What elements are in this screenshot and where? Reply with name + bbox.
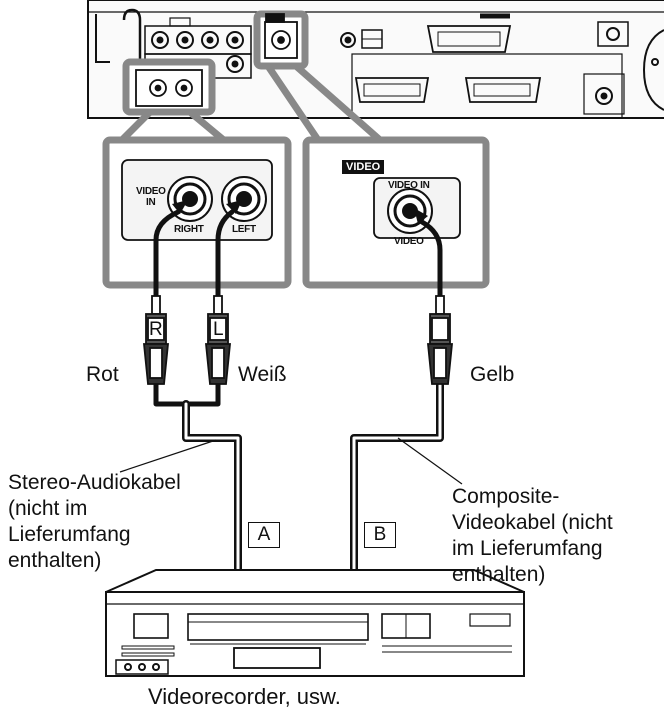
cables xyxy=(153,209,444,574)
plug-r-letter: R xyxy=(149,319,163,340)
weiss-label: Weiß xyxy=(238,363,287,386)
stereo-cable-line2: (nicht im xyxy=(8,497,88,520)
highlight-frames xyxy=(122,10,309,116)
stereo-cable-line3: Lieferumfang xyxy=(8,523,131,546)
plug-l-letter: L xyxy=(213,319,224,340)
video-in-label: VIDEO IN xyxy=(388,180,430,191)
video-in-label-bottom: IN xyxy=(146,197,156,208)
video-callout xyxy=(302,136,490,289)
audio-callout xyxy=(102,136,292,289)
arrow-heads xyxy=(172,200,428,224)
video-in-label-top: VIDEO xyxy=(136,186,166,197)
vcr xyxy=(105,569,525,677)
left-label: LEFT xyxy=(232,224,256,235)
rca-plugs xyxy=(143,295,453,385)
right-label: RIGHT xyxy=(174,224,204,235)
video-tag: VIDEO xyxy=(342,160,385,174)
composite-cable-line4: enthalten) xyxy=(452,563,546,586)
jack-row-top xyxy=(151,31,244,49)
jack-row-bottom xyxy=(226,55,244,73)
video-bottom-label: VIDEO xyxy=(394,236,424,247)
label-leaders xyxy=(119,437,463,485)
rot-label: Rot xyxy=(86,363,119,386)
vcr-caption: Videorecorder, usw. xyxy=(148,684,341,709)
gelb-label: Gelb xyxy=(470,363,515,386)
stereo-cable-line1: Stereo-Audiokabel xyxy=(8,471,181,494)
box-label-a: A xyxy=(248,522,280,548)
box-label-b: B xyxy=(364,522,396,548)
stereo-cable-line4: enthalten) xyxy=(8,549,102,572)
composite-cable-line3: im Lieferumfang xyxy=(452,537,603,560)
composite-cable-line2: Videokabel (nicht xyxy=(452,511,613,534)
composite-cable-line1: Composite- xyxy=(452,485,560,508)
